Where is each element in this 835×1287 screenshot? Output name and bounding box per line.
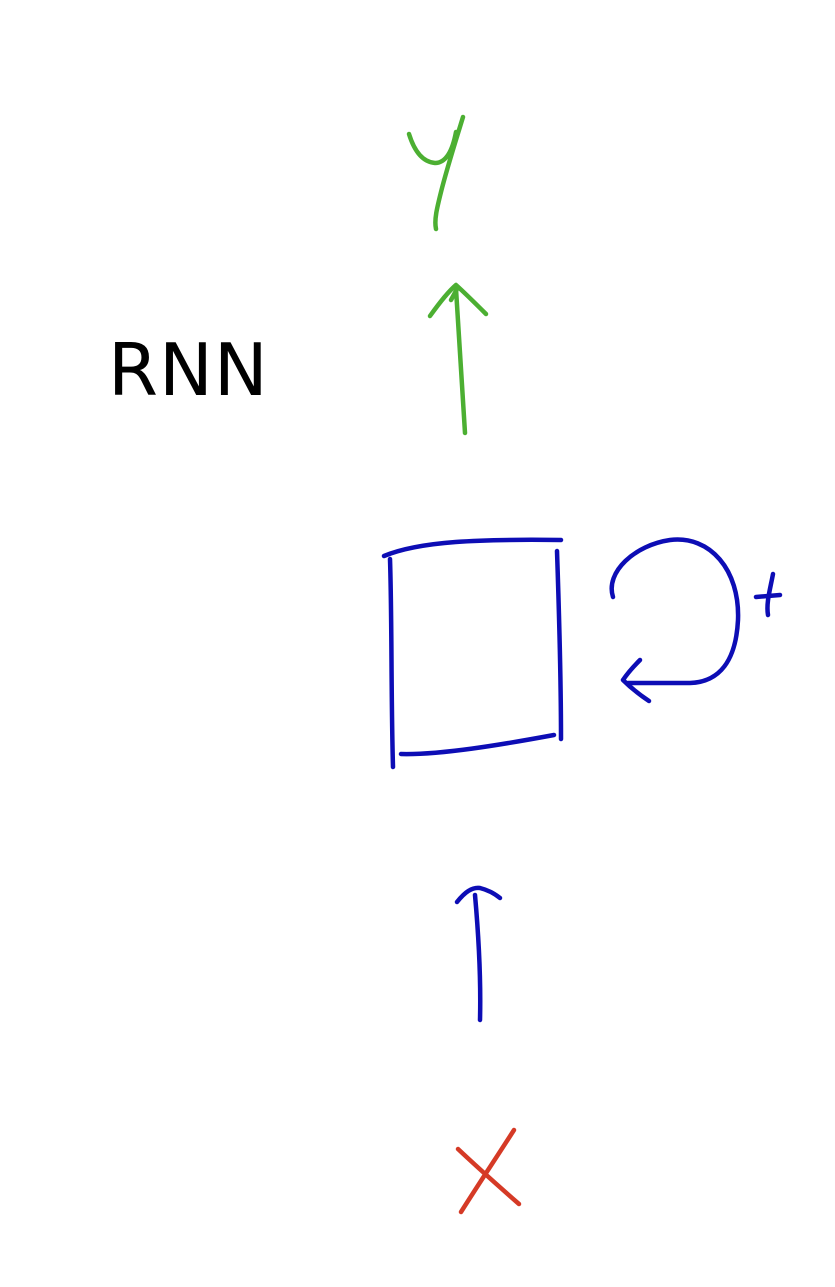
input-node-x xyxy=(455,1127,522,1215)
edge-hidden-to-output xyxy=(427,282,489,436)
diagram-title: RNN xyxy=(108,328,269,412)
recurrence-label-t xyxy=(753,571,783,618)
hidden-state-node xyxy=(381,537,564,770)
output-node-y xyxy=(406,114,466,232)
edge-recurrent-loop xyxy=(609,537,741,704)
edge-input-to-hidden xyxy=(454,885,503,1023)
